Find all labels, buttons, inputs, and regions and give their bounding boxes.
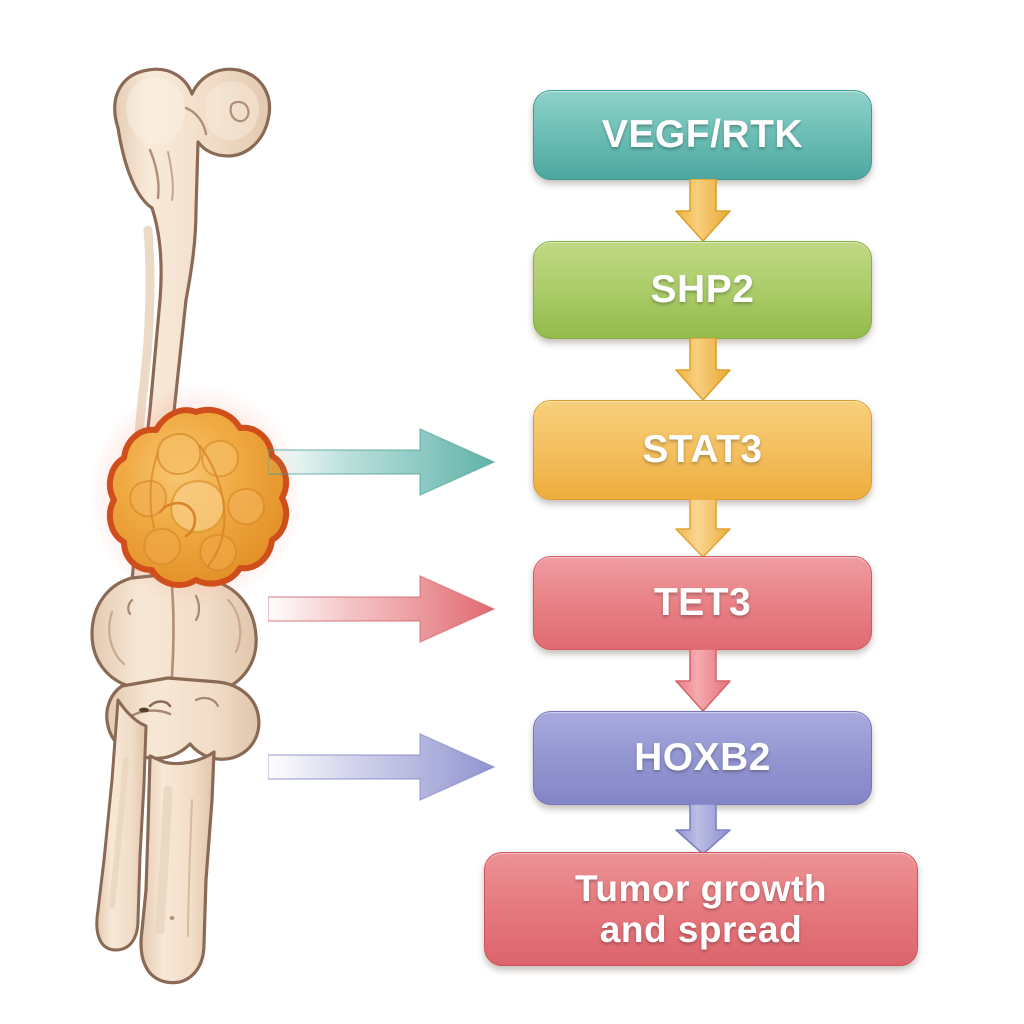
pathway-node-tet3[interactable]: TET3 — [533, 556, 872, 650]
tumor-mass — [106, 407, 290, 588]
bone-illustration — [0, 0, 330, 1024]
lesion-to-tet3-arrow — [267, 572, 496, 646]
fibula — [95, 698, 148, 952]
lesion-to-stat3-arrow — [267, 425, 496, 499]
pathway-node-label: STAT3 — [642, 428, 763, 472]
pathway-node-outcome[interactable]: Tumor growth and spread — [484, 852, 918, 966]
arrow-stat3-to-tet3 — [668, 498, 738, 559]
arrow-shp2-to-stat3 — [668, 337, 738, 402]
pathway-node-label: SHP2 — [650, 268, 755, 312]
arrow-hoxb2-to-outcome — [668, 803, 738, 856]
pathway-node-vegfrtk[interactable]: VEGF/RTK — [533, 90, 872, 180]
pathway-node-shp2[interactable]: SHP2 — [533, 241, 872, 339]
pathway-node-stat3[interactable]: STAT3 — [533, 400, 872, 500]
pathway-node-label: TET3 — [653, 581, 752, 625]
lesion-to-hoxb2-arrow — [267, 730, 496, 804]
pathway-node-label: Tumor growth and spread — [575, 867, 827, 950]
pathway-node-hoxb2[interactable]: HOXB2 — [533, 711, 872, 805]
arrow-tet3-to-hoxb2 — [668, 648, 738, 713]
pathway-node-label: HOXB2 — [634, 736, 771, 780]
arrow-vegfrtk-to-shp2 — [668, 178, 738, 243]
pathway-node-label: VEGF/RTK — [601, 113, 804, 157]
